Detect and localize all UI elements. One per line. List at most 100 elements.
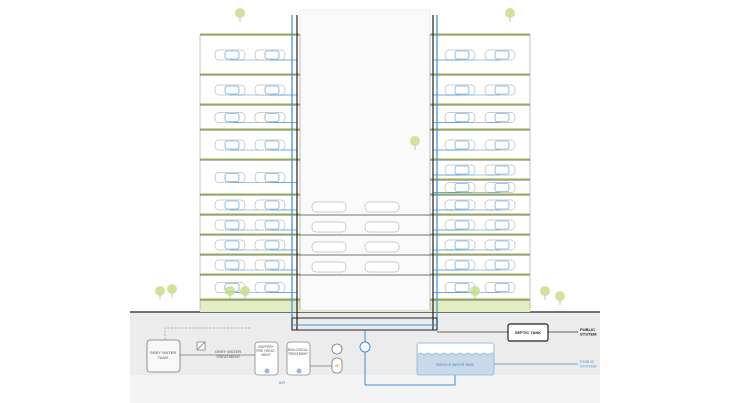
apartment-unit	[311, 221, 347, 233]
service-water-pipe	[365, 375, 456, 386]
apartment-unit	[444, 259, 476, 271]
water-fixture-group	[224, 220, 240, 230]
apartment-unit	[254, 49, 286, 61]
water-surface	[417, 352, 495, 356]
building	[155, 8, 565, 311]
apartment-unit	[484, 182, 516, 193]
apartment-unit	[444, 164, 476, 176]
water-fixture-group	[264, 113, 280, 122]
tree-icon	[235, 8, 245, 18]
apartment-unit	[444, 199, 476, 211]
water-fixture-group	[454, 165, 470, 175]
apartment-unit	[214, 172, 246, 183]
apartment-unit	[214, 239, 246, 251]
water-fixture-group	[454, 140, 470, 150]
water-fixture-group	[224, 260, 240, 270]
apartment-unit	[444, 239, 476, 251]
tree-icon	[540, 286, 550, 296]
green-slab	[200, 73, 300, 75]
water-fixture-group	[264, 50, 280, 60]
apartment-unit	[311, 201, 347, 213]
apartment-unit	[484, 164, 516, 176]
uf-filter	[331, 357, 343, 374]
apartment-unit	[364, 201, 400, 213]
green-slab	[430, 103, 530, 105]
tree-icon	[505, 8, 515, 18]
water-fixture-group	[224, 140, 240, 150]
water-fixture-group	[454, 50, 470, 60]
apartment-unit	[484, 49, 516, 61]
water-fixture-group	[224, 85, 240, 95]
water-fixture-group	[454, 283, 470, 292]
water-fixture-group	[264, 140, 280, 150]
green-slab	[200, 298, 300, 300]
green-slab	[430, 253, 530, 255]
apartment-unit	[444, 49, 476, 61]
clean-water-pump-icon	[359, 341, 371, 353]
apartment-unit	[254, 282, 286, 293]
green-slab	[430, 273, 530, 275]
water-fixture-group	[454, 200, 470, 210]
water-fixture-group	[454, 113, 470, 122]
green-slab	[430, 128, 530, 130]
apartment-unit	[214, 84, 246, 96]
apartment-unit	[444, 219, 476, 231]
septic-tank-label: SEPTIC TANK	[515, 330, 541, 335]
green-slab	[430, 33, 530, 35]
apartment-unit	[444, 112, 476, 123]
water-fixture-group	[454, 85, 470, 95]
apartment-unit	[254, 112, 286, 123]
water-fixture-group	[454, 220, 470, 230]
green-slab	[430, 298, 530, 300]
apartment-unit	[484, 239, 516, 251]
green-slab	[200, 273, 300, 275]
water-fixture-group	[494, 113, 510, 122]
water-fixture-group	[264, 240, 280, 250]
water-fixture-group	[494, 140, 510, 150]
apartment-unit	[214, 139, 246, 151]
water-fixture-group	[494, 183, 510, 192]
apartment-unit	[444, 139, 476, 151]
air-label: AIR	[279, 380, 286, 385]
apartment-unit	[214, 49, 246, 61]
apartment-unit	[484, 139, 516, 151]
water-fixture-group	[494, 50, 510, 60]
water-fixture-group	[264, 200, 280, 210]
apartment-unit	[484, 219, 516, 231]
apartment-unit	[444, 84, 476, 96]
green-slab	[200, 128, 300, 130]
apartment-unit	[311, 261, 347, 273]
green-slab	[200, 213, 300, 215]
grey-water-tank	[146, 339, 181, 373]
tree-icon	[225, 286, 235, 296]
central-core	[299, 9, 431, 311]
tree-icon	[410, 136, 420, 146]
green-slab	[430, 73, 530, 75]
green-slab	[200, 193, 300, 195]
buffer-pretreatment-label: BUFFER+PRE TREAT-MENT	[256, 345, 275, 357]
water-fixture-group	[264, 220, 280, 230]
green-slab	[200, 233, 300, 235]
green-slab	[430, 178, 530, 180]
filter-icon-slash	[196, 341, 206, 351]
apartment-unit	[254, 239, 286, 251]
grey-water-collection-pipe	[164, 327, 250, 340]
water-fixture-group	[264, 283, 280, 292]
apartment-unit	[484, 259, 516, 271]
tree-icon	[167, 284, 177, 294]
water-fixture-group	[494, 260, 510, 270]
tree-icon	[240, 286, 250, 296]
apartment-unit	[254, 172, 286, 183]
apartment-unit	[364, 261, 400, 273]
green-slab	[200, 103, 300, 105]
apartment-unit	[484, 199, 516, 211]
apartment-unit	[254, 84, 286, 96]
water-fixture-group	[224, 200, 240, 210]
tank-air-space	[417, 343, 494, 354]
apartment-unit	[254, 219, 286, 231]
water-fixture-group	[494, 283, 510, 292]
